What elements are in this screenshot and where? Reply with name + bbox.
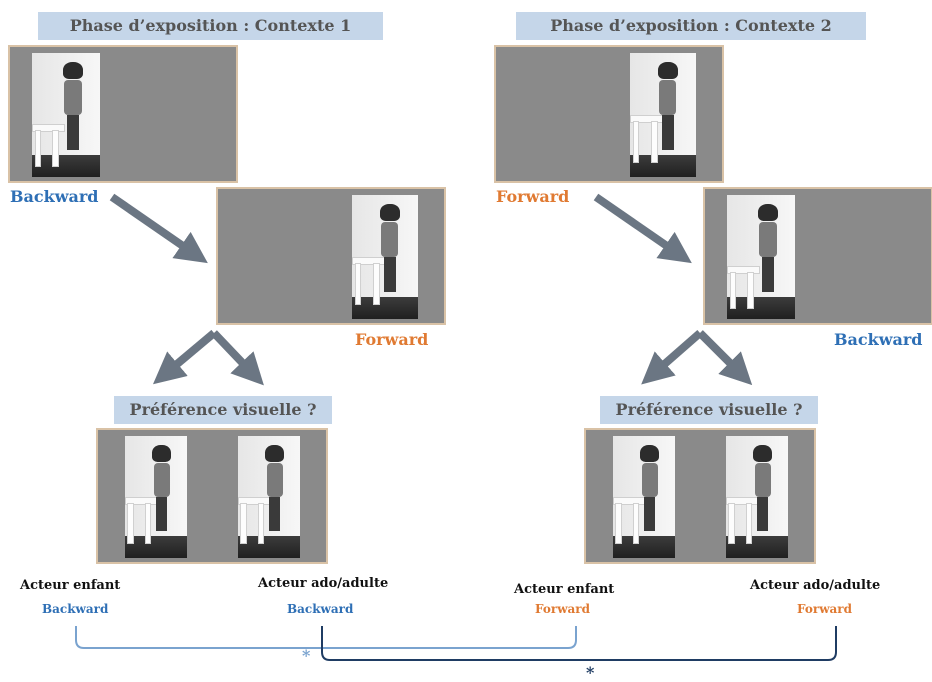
child-actor-photo xyxy=(630,53,696,177)
child-actor-photo xyxy=(32,53,100,177)
context1-actor-left-label: Acteur enfant xyxy=(20,578,121,593)
context1-first-direction-label: Backward xyxy=(10,187,99,206)
context1-direction-right: Backward xyxy=(287,602,354,616)
context1-video-frame-1 xyxy=(8,45,238,183)
context2-video-frame-2 xyxy=(703,187,932,325)
child-actor-photo xyxy=(352,195,418,319)
context2-direction-left: Forward xyxy=(535,602,591,616)
significance-marker-2: * xyxy=(586,663,595,682)
adult-actor-photo xyxy=(238,436,300,558)
comparison-bracket-child xyxy=(75,626,577,649)
comparison-bracket-adult xyxy=(321,626,837,661)
context2-title: Phase d’exposition : Contexte 2 xyxy=(516,12,866,40)
context2-video-frame-1 xyxy=(494,45,724,183)
context2-actor-right-label: Acteur ado/adulte xyxy=(750,578,881,593)
context1-split-arrow-left xyxy=(152,329,217,385)
child-actor-photo xyxy=(727,195,795,319)
context2-transition-arrow xyxy=(593,193,692,264)
context2-split-arrow-right xyxy=(697,330,753,386)
context1-preference-frame xyxy=(96,428,328,564)
child-actor-photo xyxy=(613,436,675,558)
context2-second-direction-label: Backward xyxy=(834,330,923,349)
context2-first-direction-label: Forward xyxy=(496,187,570,206)
context1-preference-title: Préférence visuelle ? xyxy=(114,396,332,424)
context2-direction-right: Forward xyxy=(797,602,853,616)
child-actor-photo xyxy=(125,436,187,558)
context2-split-arrow-left xyxy=(641,329,703,385)
context1-video-frame-2 xyxy=(216,187,446,325)
adult-actor-photo xyxy=(726,436,788,558)
context1-direction-left: Backward xyxy=(42,602,109,616)
context2-actor-left-label: Acteur enfant xyxy=(514,582,615,597)
context2-preference-frame xyxy=(584,428,816,564)
context1-split-arrow-right xyxy=(211,330,264,386)
context1-actor-right-label: Acteur ado/adulte xyxy=(258,576,389,591)
context1-second-direction-label: Forward xyxy=(355,330,429,349)
significance-marker-1: * xyxy=(302,646,311,665)
context1-transition-arrow xyxy=(109,193,208,264)
context1-title: Phase d’exposition : Contexte 1 xyxy=(38,12,383,40)
context2-preference-title: Préférence visuelle ? xyxy=(600,396,818,424)
